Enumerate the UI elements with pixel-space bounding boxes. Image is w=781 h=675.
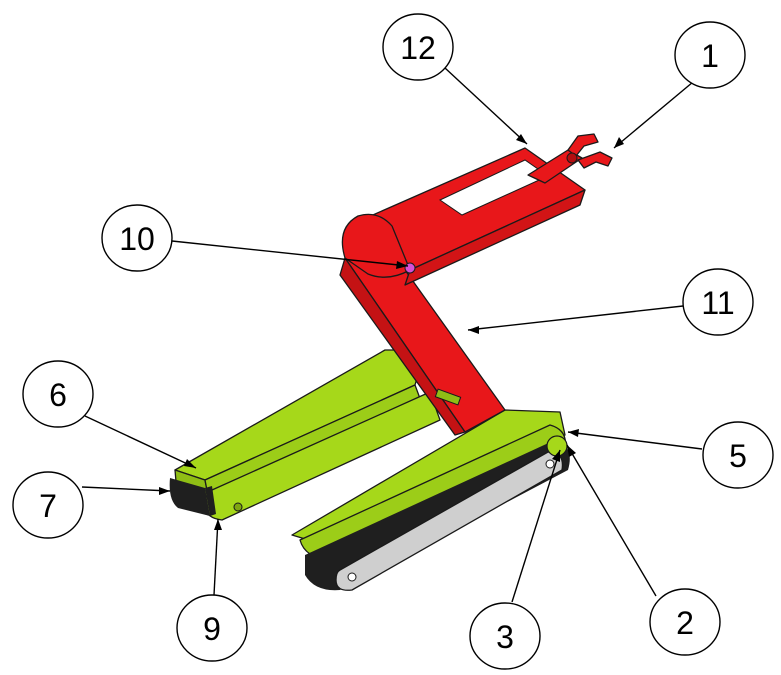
- arm-upper-side: [404, 189, 586, 286]
- link-pin: [434, 388, 462, 406]
- callout-1-label: 1: [701, 38, 719, 74]
- callout-6: 6: [22, 360, 94, 428]
- callout-10: 10: [101, 204, 173, 272]
- gripper: [527, 133, 613, 184]
- track-right: [291, 409, 570, 591]
- leader-11: [467, 305, 684, 331]
- leader-lines: [81, 67, 703, 603]
- callout-11-label: 11: [701, 285, 734, 321]
- callout-2: 2: [649, 588, 721, 656]
- callout-11: 11: [682, 268, 754, 336]
- leader-5: [567, 431, 703, 450]
- leader-6: [84, 415, 197, 469]
- callout-9-label: 9: [203, 611, 221, 647]
- leader-10: [171, 240, 409, 267]
- callout-3: 3: [469, 602, 541, 670]
- arm-upper: [341, 147, 586, 286]
- elbow-pin: [404, 262, 416, 274]
- callout-12-label: 12: [400, 30, 436, 66]
- arm-lower-side: [339, 257, 466, 436]
- callout-3-label: 3: [496, 619, 514, 655]
- callout-10-label: 10: [119, 221, 155, 257]
- callout-5: 5: [702, 421, 774, 489]
- wheel: [546, 435, 568, 457]
- callout-5-label: 5: [729, 438, 747, 474]
- callout-1: 1: [674, 21, 746, 89]
- axle: [545, 459, 555, 469]
- callout-12: 12: [382, 13, 454, 81]
- callout-2-label: 2: [676, 605, 694, 641]
- leader-3: [511, 449, 561, 603]
- callout-7: 7: [12, 471, 84, 539]
- leader-2: [566, 444, 657, 597]
- leader-7: [81, 486, 171, 492]
- leader-9: [213, 518, 219, 596]
- axle: [233, 502, 243, 512]
- leader-1: [613, 81, 694, 149]
- gripper-finger-bottom: [577, 151, 613, 169]
- callout-7-label: 7: [39, 488, 57, 524]
- axle: [347, 572, 357, 582]
- callout-9: 9: [176, 594, 248, 662]
- tread: [169, 478, 210, 516]
- track-left: [169, 349, 441, 521]
- arm-lower: [339, 257, 506, 436]
- callout-6-label: 6: [49, 377, 67, 413]
- leader-12: [444, 67, 528, 145]
